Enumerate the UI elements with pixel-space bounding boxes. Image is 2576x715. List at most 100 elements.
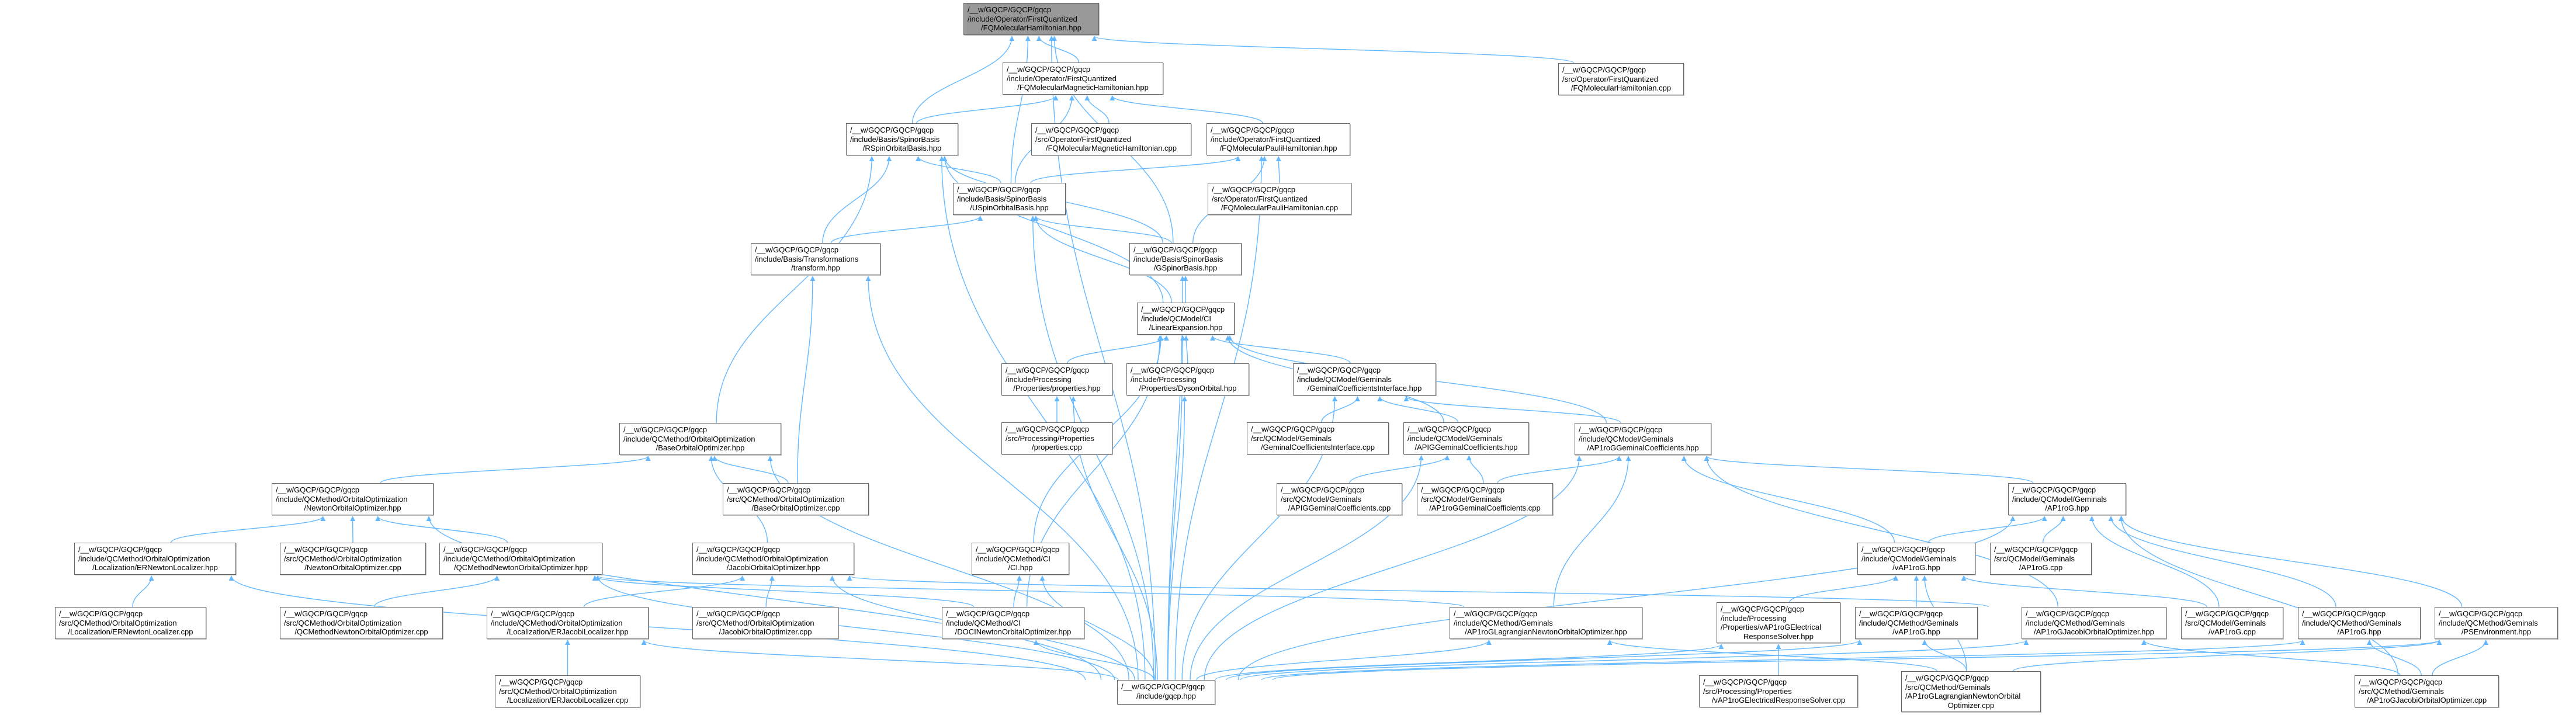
node-label-line: /BaseOrbitalOptimizer.cpp	[751, 504, 840, 512]
graph-node-lag_hpp[interactable]: /__w/GQCP/GQCP/gqcp/include/QCMethod/Gem…	[1450, 607, 1642, 639]
node-label-line: /include/Operator/FirstQuantized	[1211, 134, 1320, 144]
graph-node-newton_hpp[interactable]: /__w/GQCP/GQCP/gqcp/include/QCMethod/Orb…	[272, 483, 434, 515]
node-label-line: /APIGGeminalCoefficients.hpp	[1414, 443, 1518, 452]
node-label-line: /GeminalCoefficientsInterface.hpp	[1307, 384, 1422, 393]
edge-vap1rog_cpp-to-ap1rog	[2089, 516, 2220, 608]
node-label-line: /__w/GQCP/GQCP/gqcp	[755, 245, 839, 254]
graph-node-ci[interactable]: /__w/GQCP/GQCP/gqcp/include/QCMethod/CI/…	[972, 543, 1069, 575]
graph-node-ap1rog_gc_cpp[interactable]: /__w/GQCP/GQCP/gqcp/src/QCModel/Geminals…	[1417, 483, 1553, 515]
graph-node-qcm_ap1rog[interactable]: /__w/GQCP/GQCP/gqcp/include/QCMethod/Gem…	[2298, 607, 2421, 639]
graph-node-ers_cpp[interactable]: /__w/GQCP/GQCP/gqcp/src/Processing/Prope…	[1699, 675, 1858, 707]
node-label-line: /__w/GQCP/GQCP/gqcp	[2302, 609, 2386, 618]
node-label-line: /include/QCMethod/OrbitalOptimization	[696, 554, 828, 563]
graph-node-gspinor[interactable]: /__w/GQCP/GQCP/gqcp/include/Basis/Spinor…	[1129, 243, 1242, 275]
node-label-line: /AP1roG.hpp	[2337, 627, 2381, 636]
node-label-line: /include/QCMethod/OrbitalOptimization	[623, 434, 755, 443]
graph-node-qcm_newton[interactable]: /__w/GQCP/GQCP/gqcp/include/QCMethod/Orb…	[439, 543, 602, 575]
node-label-line: /include/QCMethod/OrbitalOptimization	[78, 554, 210, 563]
node-label-line: /src/QCMethod/Geminals	[1905, 682, 1991, 692]
graph-node-properties_cpp[interactable]: /__w/GQCP/GQCP/gqcp/src/Processing/Prope…	[1001, 422, 1112, 454]
graph-node-ap1rog_jac_hpp[interactable]: /__w/GQCP/GQCP/gqcp/include/QCMethod/Gem…	[2022, 607, 2166, 639]
graph-node-ernewton_hpp[interactable]: /__w/GQCP/GQCP/gqcp/include/QCMethod/Orb…	[74, 543, 236, 575]
node-label-line: /transform.hpp	[791, 263, 840, 272]
graph-node-lag_cpp[interactable]: /__w/GQCP/GQCP/gqcp/src/QCMethod/Geminal…	[1901, 671, 2041, 712]
edge-ap1rog_jac_hpp-to-jacobi_hpp	[847, 575, 1989, 608]
graph-node-jacobi_hpp[interactable]: /__w/GQCP/GQCP/gqcp/include/QCMethod/Orb…	[692, 543, 854, 575]
edge-gspinor-to-uspin	[1033, 216, 1172, 244]
graph-node-uspin[interactable]: /__w/GQCP/GQCP/gqcp/include/Basis/Spinor…	[953, 183, 1066, 215]
node-label-line: /vAP1roG.cpp	[2209, 627, 2256, 636]
graph-node-gem_iface[interactable]: /__w/GQCP/GQCP/gqcp/include/QCModel/Gemi…	[1293, 363, 1436, 395]
edge-gqcp-to-ap1rog_gc	[1204, 456, 1582, 681]
node-label-line: /properties.cpp	[1032, 443, 1082, 452]
graph-node-base_opt[interactable]: /__w/GQCP/GQCP/gqcp/include/QCMethod/Orb…	[619, 423, 781, 455]
graph-node-qcm_newton_cpp[interactable]: /__w/GQCP/GQCP/gqcp/src/QCMethod/Orbital…	[280, 607, 443, 639]
node-label-line: /src/QCMethod/OrbitalOptimization	[284, 618, 402, 627]
node-label-line: /__w/GQCP/GQCP/gqcp	[284, 609, 368, 618]
node-label-line: /AP1roG.hpp	[2045, 504, 2089, 512]
graph-node-erjacobi_cpp[interactable]: /__w/GQCP/GQCP/gqcp/src/QCMethod/Orbital…	[495, 675, 640, 707]
node-label-line: /FQMolecularPauliHamiltonian.cpp	[1221, 203, 1339, 212]
graph-node-magnetic_cpp[interactable]: /__w/GQCP/GQCP/gqcp/src/Operator/FirstQu…	[1031, 123, 1191, 155]
graph-node-ap1rog[interactable]: /__w/GQCP/GQCP/gqcp/include/QCModel/Gemi…	[2008, 483, 2126, 515]
node-label-line: /JacobiOrbitalOptimizer.hpp	[726, 563, 820, 572]
node-label-line: /include/QCModel/Geminals	[1407, 433, 1502, 443]
graph-node-doci[interactable]: /__w/GQCP/GQCP/gqcp/include/QCMethod/CI/…	[942, 607, 1084, 639]
graph-node-newton_cpp[interactable]: /__w/GQCP/GQCP/gqcp/src/QCMethod/Orbital…	[280, 543, 426, 575]
edge-qcm_ap1rog-to-ap1rog	[2108, 516, 2336, 608]
edge-base_cpp-to-transform	[797, 276, 816, 484]
graph-node-apig_cpp[interactable]: /__w/GQCP/GQCP/gqcp/src/QCModel/Geminals…	[1277, 483, 1402, 515]
graph-node-ap1rog_jac_cpp[interactable]: /__w/GQCP/GQCP/gqcp/src/QCMethod/Geminal…	[2355, 675, 2499, 707]
graph-node-ernewton_cpp[interactable]: /__w/GQCP/GQCP/gqcp/src/QCMethod/Orbital…	[55, 607, 206, 639]
node-label-line: /QCMethodNewtonOrbitalOptimizer.cpp	[294, 627, 428, 636]
node-label-line: /PSEnvironment.hpp	[2461, 627, 2532, 636]
graph-node-dyson[interactable]: /__w/GQCP/GQCP/gqcp/include/Processing/P…	[1126, 363, 1249, 395]
graph-node-jacobi_cpp[interactable]: /__w/GQCP/GQCP/gqcp/src/QCMethod/Orbital…	[692, 607, 838, 639]
node-label-line: /__w/GQCP/GQCP/gqcp	[443, 545, 528, 554]
node-label-line: /include/QCMethod/Geminals	[2302, 618, 2401, 627]
node-label-line: /__w/GQCP/GQCP/gqcp	[1251, 425, 1335, 433]
graph-node-vap1rog_cpp[interactable]: /__w/GQCP/GQCP/gqcp/src/QCModel/Geminals…	[2181, 607, 2283, 639]
node-label-line: /include/QCMethod/Geminals	[1859, 618, 1958, 627]
graph-node-transform[interactable]: /__w/GQCP/GQCP/gqcp/include/Basis/Transf…	[751, 243, 880, 275]
edge-ernewton_hpp-to-newton_hpp	[170, 516, 326, 543]
graph-node-linear[interactable]: /__w/GQCP/GQCP/gqcp/include/QCModel/CI/L…	[1137, 303, 1235, 335]
node-label-line: /__w/GQCP/GQCP/gqcp	[2185, 609, 2269, 618]
node-label-line: /QCMethodNewtonOrbitalOptimizer.hpp	[453, 563, 588, 572]
graph-node-psenv[interactable]: /__w/GQCP/GQCP/gqcp/include/QCMethod/Gem…	[2435, 607, 2558, 639]
graph-node-properties[interactable]: /__w/GQCP/GQCP/gqcp/include/Processing/P…	[1001, 363, 1112, 395]
node-label-line: /__w/GQCP/GQCP/gqcp	[1212, 185, 1296, 194]
edge-gem_iface_cpp-to-gem_iface	[1321, 396, 1360, 423]
graph-node-magnetic[interactable]: /__w/GQCP/GQCP/gqcp/include/Operator/Fir…	[1003, 63, 1163, 95]
edge-ap1rog_jac_cpp-to-psenv	[2432, 640, 2489, 676]
edge-gqcp-to-gspinor	[1167, 276, 1185, 681]
graph-node-ap1rog_cpp[interactable]: /__w/GQCP/GQCP/gqcp/src/QCModel/Geminals…	[1990, 543, 2092, 575]
node-label-line: /include/QCModel/Geminals	[1579, 434, 1673, 443]
node-label-line: /CI.hpp	[1008, 563, 1033, 572]
edge-rspin-to-magnetic	[916, 95, 1059, 124]
graph-node-gem_iface_cpp[interactable]: /__w/GQCP/GQCP/gqcp/src/QCModel/Geminals…	[1247, 422, 1389, 454]
node-label-line: /include/QCMethod/OrbitalOptimization	[276, 494, 408, 504]
node-label-line: /src/Processing/Properties	[1703, 686, 1792, 696]
graph-node-vap1rog_model[interactable]: /__w/GQCP/GQCP/gqcp/include/QCModel/Gemi…	[1857, 543, 1975, 575]
node-label-line: /__w/GQCP/GQCP/gqcp	[1579, 425, 1663, 434]
graph-node-fqh_cpp[interactable]: /__w/GQCP/GQCP/gqcp/src/Operator/FirstQu…	[1558, 63, 1684, 95]
graph-node-vap1rog_ers[interactable]: /__w/GQCP/GQCP/gqcp/include/Processing/P…	[1717, 602, 1840, 643]
graph-node-base_cpp[interactable]: /__w/GQCP/GQCP/gqcp/src/QCMethod/Orbital…	[723, 483, 869, 515]
edge-gqcp-to-newton_hpp	[426, 516, 1102, 681]
graph-node-ap1rog_gc[interactable]: /__w/GQCP/GQCP/gqcp/include/QCModel/Gemi…	[1575, 423, 1711, 455]
edge-vap1rog_model-to-ap1rog	[1927, 516, 2047, 543]
graph-node-erjacobi_hpp[interactable]: /__w/GQCP/GQCP/gqcp/include/QCMethod/Orb…	[487, 607, 649, 639]
graph-node-apig[interactable]: /__w/GQCP/GQCP/gqcp/include/QCModel/Gemi…	[1403, 422, 1529, 454]
edge-gqcp-to-lag_hpp	[1196, 640, 1492, 681]
node-label-line: /__w/GQCP/GQCP/gqcp	[1131, 366, 1215, 374]
graph-node-rspin[interactable]: /__w/GQCP/GQCP/gqcp/include/Basis/Spinor…	[846, 123, 958, 155]
graph-node-pauli[interactable]: /__w/GQCP/GQCP/gqcp/include/Operator/Fir…	[1206, 123, 1350, 155]
edge-gqcp-to-apig	[1190, 455, 1424, 681]
node-label-line: /AP1roGGeminalCoefficients.cpp	[1429, 504, 1541, 512]
edge-linear-to-uspin	[1033, 216, 1173, 303]
graph-node-qcm_vap1rog[interactable]: /__w/GQCP/GQCP/gqcp/include/QCMethod/Gem…	[1855, 607, 1978, 639]
edge-lag_hpp-to-qcm_newton	[595, 575, 1465, 608]
graph-node-gqcp[interactable]: /__w/GQCP/GQCP/gqcp/include/gqcp.hpp	[1117, 680, 1215, 704]
graph-node-pauli_cpp[interactable]: /__w/GQCP/GQCP/gqcp/src/Operator/FirstQu…	[1208, 183, 1351, 215]
